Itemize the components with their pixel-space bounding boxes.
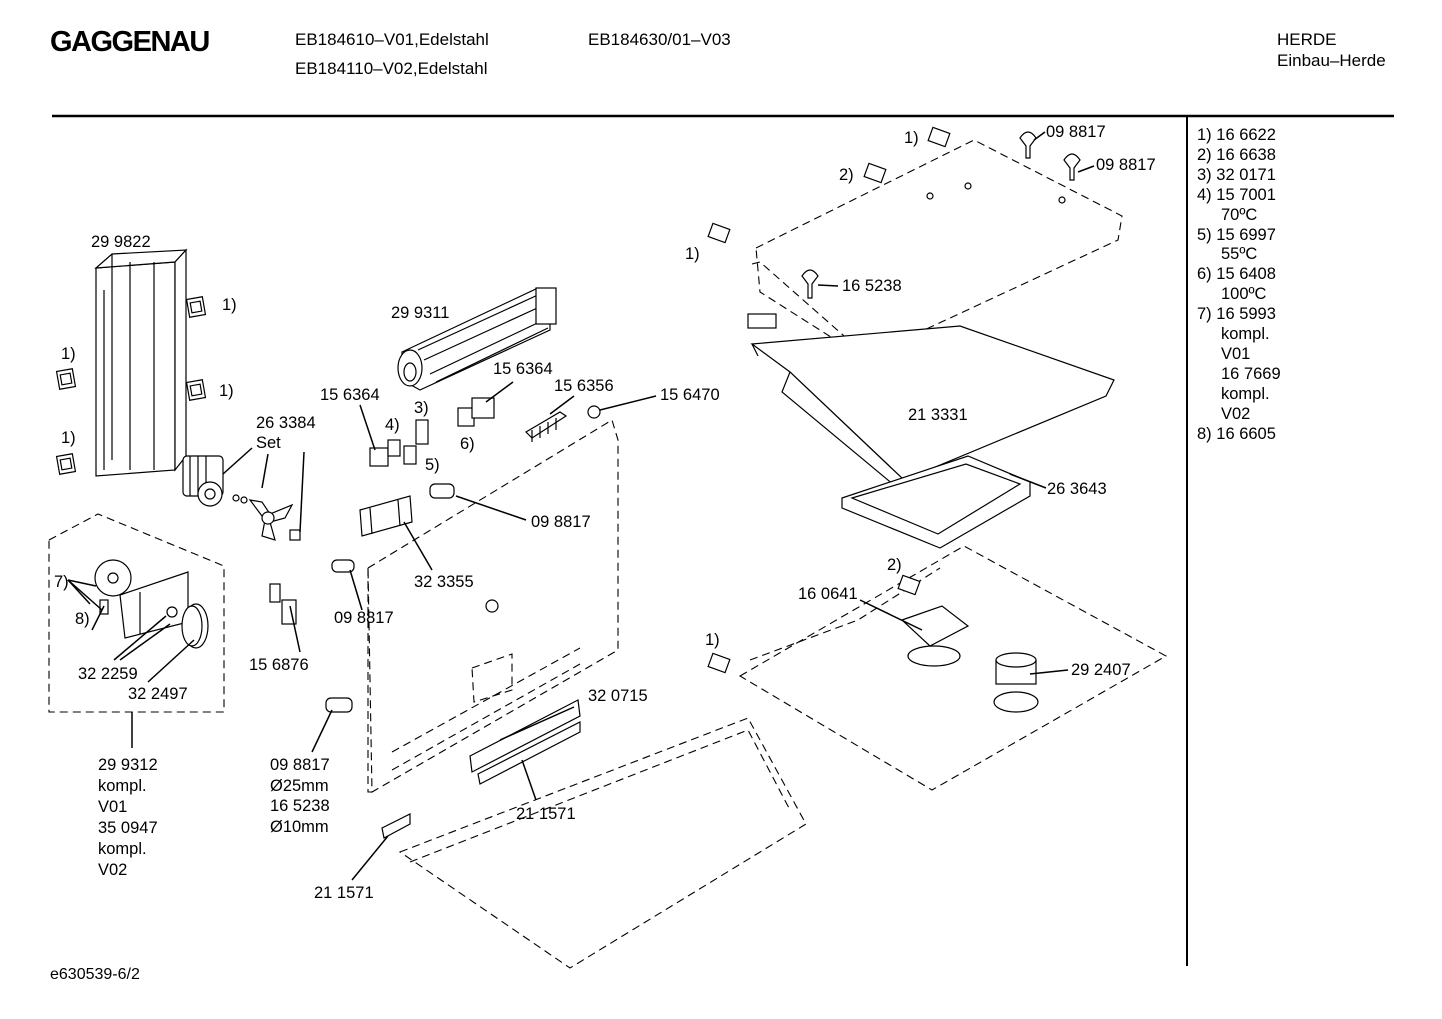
drawing-code: e630539-6/2 bbox=[50, 966, 140, 983]
label-35-0947: 35 0947 bbox=[98, 819, 158, 837]
label-26-3384: 26 3384 bbox=[256, 414, 316, 432]
rear-wall-panel bbox=[367, 419, 619, 793]
label-32-0715: 32 0715 bbox=[588, 687, 648, 705]
label-15-6876: 15 6876 bbox=[249, 656, 309, 674]
label-32-3355: 32 3355 bbox=[414, 573, 474, 591]
label-21-3331: 21 3331 bbox=[908, 406, 968, 424]
insulation-part bbox=[841, 455, 1031, 549]
ref-2-b: 2) bbox=[887, 556, 902, 574]
air-duct-part bbox=[94, 248, 188, 477]
model-line-3: EB184630/01–V03 bbox=[588, 30, 731, 49]
legend-item: 2) 16 6638 bbox=[1197, 145, 1276, 164]
label-15-6364-a: 15 6364 bbox=[320, 386, 380, 404]
ref-1-d: 1) bbox=[61, 429, 76, 447]
label-09-8817-b: 09 8817 bbox=[334, 609, 394, 627]
ref-1-c: 1) bbox=[219, 382, 234, 400]
label-29-9822: 29 9822 bbox=[91, 233, 151, 251]
label-21-1571-a: 21 1571 bbox=[516, 805, 576, 823]
ref-6: 6) bbox=[460, 435, 475, 453]
ref-8: 8) bbox=[75, 610, 90, 628]
label-32-2259: 32 2259 bbox=[78, 665, 138, 683]
ref-3: 3) bbox=[414, 399, 429, 417]
label-d25: Ø25mm bbox=[270, 777, 329, 795]
top-cover-panel bbox=[747, 139, 1123, 359]
label-29-9312: 29 9312 bbox=[98, 756, 158, 774]
label-15-6364-b: 15 6364 bbox=[493, 360, 553, 378]
category-title: HERDE bbox=[1277, 30, 1337, 49]
label-set: Set bbox=[256, 434, 281, 452]
label-32-2497: 32 2497 bbox=[128, 685, 188, 703]
label-kompl-2: kompl. bbox=[98, 840, 147, 858]
clip-icons-left bbox=[55, 296, 207, 475]
legend-item: 8) 16 6605 bbox=[1197, 424, 1276, 443]
ref-1-g: 1) bbox=[705, 631, 720, 649]
brand-logo: GAGGENAU bbox=[50, 26, 210, 58]
ref-2-a: 2) bbox=[839, 166, 854, 184]
fan-motor-part bbox=[182, 455, 301, 541]
label-09-8817-e: 09 8817 bbox=[1096, 156, 1156, 174]
label-29-9311: 29 9311 bbox=[391, 304, 449, 322]
label-09-8817-d: 09 8817 bbox=[1046, 123, 1106, 141]
ref-5: 5) bbox=[425, 456, 440, 474]
label-15-6356: 15 6356 bbox=[554, 377, 614, 395]
legend-item: 3) 32 0171 bbox=[1197, 165, 1276, 184]
legend-note: V02 bbox=[1221, 404, 1251, 423]
label-15-6470: 15 6470 bbox=[660, 386, 720, 404]
parts-legend: 1) 16 6622 2) 16 6638 3) 32 0171 4) 15 7… bbox=[1197, 126, 1281, 445]
legend-item: 5) 15 6997 bbox=[1197, 225, 1276, 244]
ref-1-a: 1) bbox=[222, 296, 237, 314]
label-09-8817-c: 09 8817 bbox=[270, 756, 330, 774]
ref-1-f: 1) bbox=[685, 245, 700, 263]
label-16-5238-b: 16 5238 bbox=[270, 797, 330, 815]
bottom-rails bbox=[381, 699, 581, 839]
label-kompl-1: kompl. bbox=[98, 777, 147, 795]
label-16-0641: 16 0641 bbox=[798, 585, 858, 603]
ref-1-e: 1) bbox=[904, 129, 919, 147]
label-09-8817-a: 09 8817 bbox=[531, 513, 591, 531]
legend-note: 100ºC bbox=[1221, 285, 1267, 304]
thermostat-parts bbox=[369, 397, 601, 467]
legend-note: 55ºC bbox=[1221, 245, 1258, 264]
label-21-1571-b: 21 1571 bbox=[314, 884, 374, 902]
bottom-tray bbox=[398, 717, 807, 969]
label-29-2407: 29 2407 bbox=[1071, 661, 1131, 679]
label-d10: Ø10mm bbox=[270, 818, 329, 836]
ref-1-b: 1) bbox=[61, 345, 76, 363]
legend-item: 7) 16 5993 bbox=[1197, 305, 1276, 324]
legend-item: 1) 16 6622 bbox=[1197, 126, 1276, 144]
label-v01: V01 bbox=[98, 798, 127, 816]
legend-note: kompl. bbox=[1221, 384, 1270, 403]
label-v02: V02 bbox=[98, 861, 127, 879]
model-line-1: EB184610–V01,Edelstahl bbox=[295, 30, 489, 49]
ref-7: 7) bbox=[54, 573, 69, 591]
model-line-2: EB184110–V02,Edelstahl bbox=[295, 59, 488, 78]
ref-4: 4) bbox=[385, 416, 400, 434]
label-16-5238-a: 16 5238 bbox=[842, 277, 902, 295]
legend-note: 70ºC bbox=[1221, 205, 1258, 224]
base-plate bbox=[738, 545, 1168, 791]
legend-item: 6) 15 6408 bbox=[1197, 265, 1276, 284]
tangential-fan-part bbox=[397, 287, 557, 391]
label-26-3643: 26 3643 bbox=[1047, 480, 1107, 498]
legend-item: 4) 15 7001 bbox=[1197, 185, 1276, 204]
leader-lines bbox=[67, 131, 1095, 881]
category-subtitle: Einbau–Herde bbox=[1277, 51, 1386, 70]
legend-note: V01 bbox=[1221, 344, 1251, 363]
clip-icons-right bbox=[707, 126, 1081, 674]
legend-note: kompl. bbox=[1221, 325, 1270, 344]
legend-note: 16 7669 bbox=[1221, 364, 1281, 383]
